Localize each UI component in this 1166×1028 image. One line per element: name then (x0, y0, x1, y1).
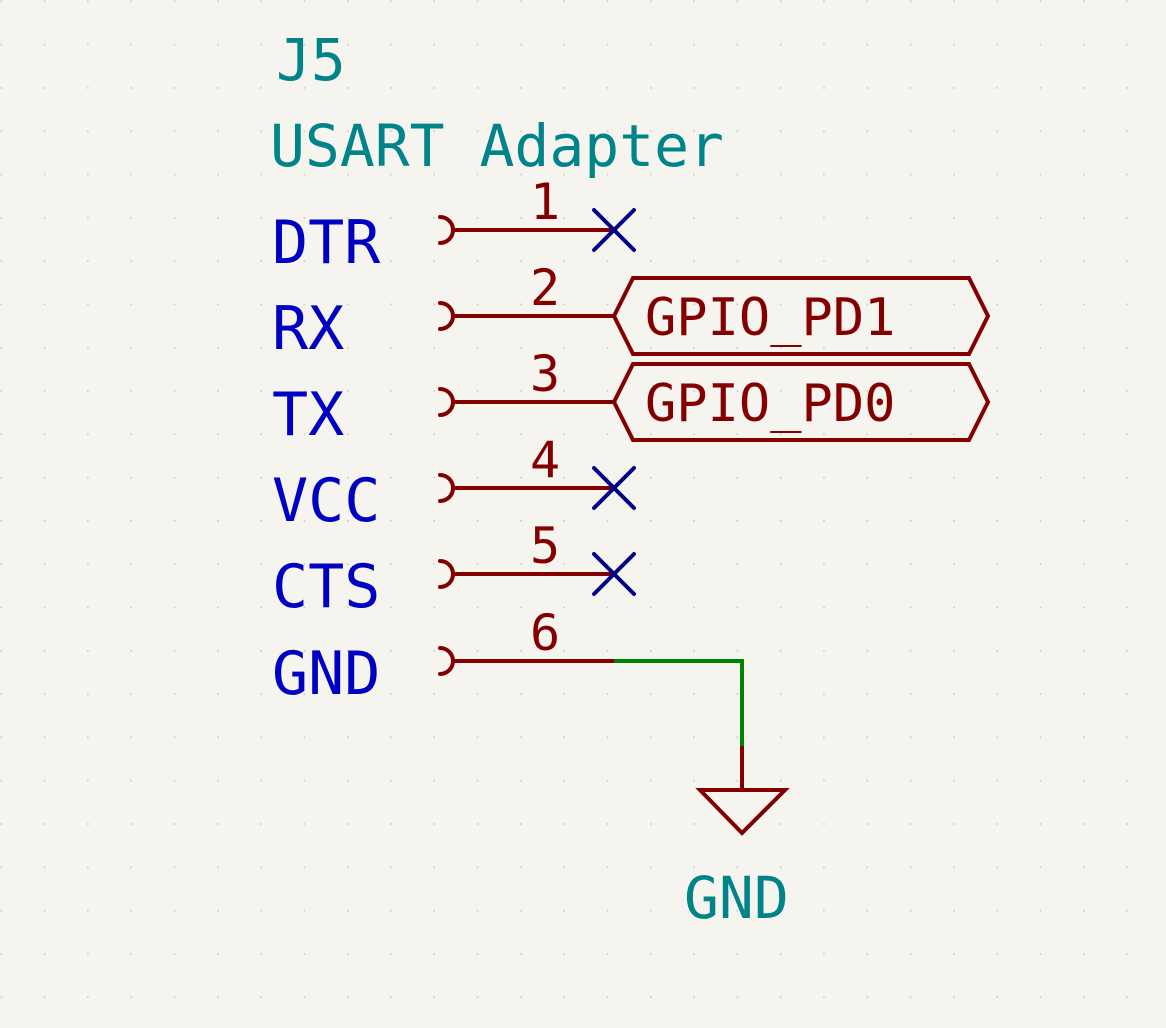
power-symbol-label: GND (684, 864, 789, 932)
global-label-rx-text: GPIO_PD1 (645, 288, 895, 348)
no-connect-flag-pin5[interactable] (592, 552, 636, 596)
pin-number-3: 3 (530, 345, 560, 403)
pin-name-gnd: GND (272, 639, 380, 709)
pin-5[interactable] (438, 559, 616, 589)
global-label-tx[interactable]: GPIO_PD0 (611, 362, 991, 442)
global-label-rx[interactable]: GPIO_PD1 (611, 276, 991, 356)
pin-number-2: 2 (530, 259, 560, 317)
global-label-tx-text: GPIO_PD0 (645, 374, 895, 434)
pin-6[interactable] (438, 646, 616, 676)
pin-name-vcc: VCC (272, 466, 380, 536)
component-reference[interactable]: J5 (276, 26, 346, 94)
wire-gnd[interactable] (614, 659, 744, 746)
pin-number-5: 5 (530, 517, 560, 575)
ground-icon[interactable] (695, 746, 790, 836)
no-connect-flag-pin4[interactable] (592, 466, 636, 510)
pin-number-6: 6 (530, 604, 560, 662)
pin-number-4: 4 (530, 431, 560, 489)
component-value[interactable]: USART Adapter (270, 112, 724, 180)
pin-name-tx: TX (272, 380, 344, 450)
pin-2[interactable] (438, 301, 616, 331)
pin-3[interactable] (438, 387, 616, 417)
pin-name-rx: RX (272, 294, 344, 364)
pin-number-1: 1 (530, 173, 560, 231)
pin-name-cts: CTS (272, 552, 380, 622)
pin-1[interactable] (438, 215, 616, 245)
pin-4[interactable] (438, 473, 616, 503)
pin-name-dtr: DTR (272, 208, 381, 278)
no-connect-flag-pin1[interactable] (592, 208, 636, 252)
